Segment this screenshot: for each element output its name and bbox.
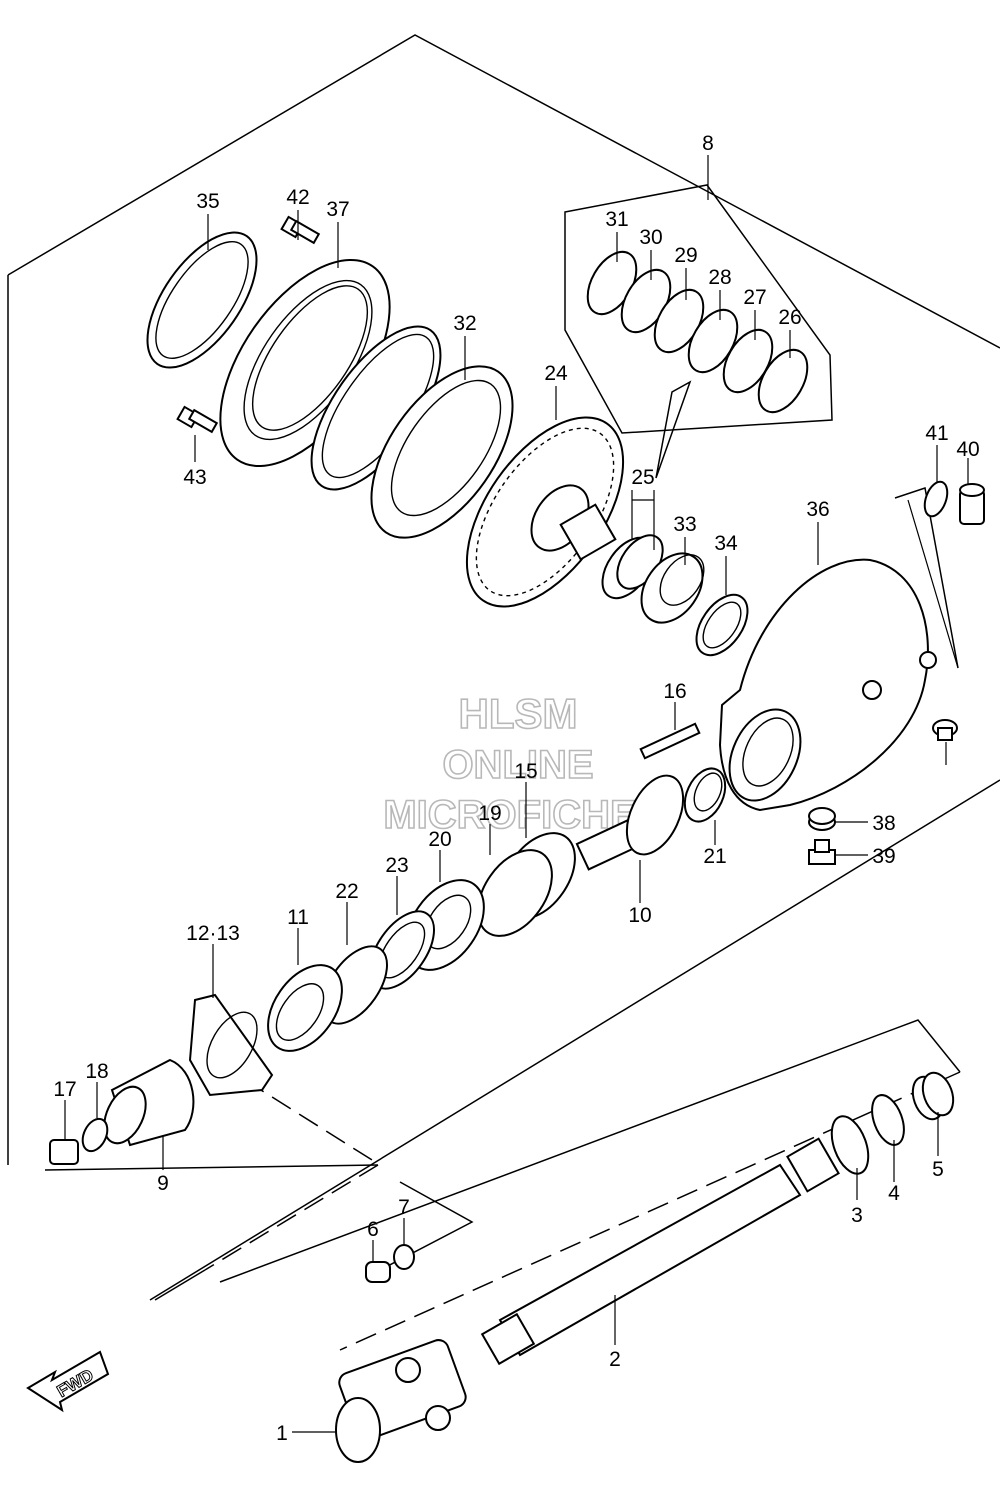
callout-25: 26 [778, 306, 801, 329]
part-4-circlip [871, 1094, 905, 1146]
callout-17: 18 [85, 1060, 108, 1083]
watermark-line-3: MICROFICHE [383, 793, 636, 837]
callout-29: 30 [639, 226, 662, 249]
part-35-gear-housing [718, 558, 937, 812]
callout-42: 43 [183, 466, 206, 489]
watermark-line-2: ONLINE [442, 743, 593, 787]
part-20-bearing [683, 767, 727, 823]
part-42-bolt [176, 405, 219, 434]
part-2-drive-shaft [480, 1137, 840, 1366]
callout-26: 27 [743, 286, 766, 309]
callout-38: 39 [872, 845, 895, 868]
callout-5: 5 [932, 1158, 944, 1181]
callout-35: 36 [806, 498, 829, 521]
callout-30: 31 [605, 208, 628, 231]
callout-15: 16 [663, 680, 686, 703]
part-16-nut [49, 1139, 79, 1165]
callout-27: 28 [708, 266, 731, 289]
plug-group-bracket [894, 487, 959, 669]
part-17-washer [81, 1117, 109, 1153]
callout-4: 4 [888, 1182, 900, 1205]
part-43-plug [932, 719, 958, 741]
callout-21: 22 [335, 880, 358, 903]
callout-labels: 8 35 42 37 32 24 31 30 29 28 27 26 43 25… [53, 132, 979, 1445]
shim-kit-frame [564, 184, 833, 479]
part-34-seal [146, 231, 258, 369]
part-9-bearing-sleeve [103, 1058, 195, 1147]
callout-19: 20 [428, 828, 451, 851]
watermark-line-1: HLSM [459, 690, 578, 737]
callout-20: 21 [703, 845, 726, 868]
part-15-stud [639, 722, 701, 760]
fwd-arrow-icon: FWD [26, 1350, 110, 1413]
callout-3: 3 [851, 1204, 863, 1227]
part-18-ring [477, 849, 553, 937]
callout-16: 17 [53, 1078, 76, 1101]
leader-lines [64, 155, 969, 1433]
part-6-cap-nut [365, 1261, 391, 1283]
part-7-washer [393, 1244, 415, 1270]
part-32-bearing [640, 552, 705, 624]
callout-18: 19 [478, 802, 501, 825]
callout-24: 25 [631, 466, 654, 489]
callout-41: 42 [286, 186, 309, 209]
callout-37: 38 [872, 812, 895, 835]
part-24-shims [601, 534, 664, 600]
assembly-frame [7, 34, 1000, 1301]
part-38-nut [808, 839, 836, 865]
part-10-drive-pinion [575, 774, 685, 871]
callout-7: 7 [398, 1196, 410, 1219]
callout-36: 37 [326, 198, 349, 221]
callout-32: 33 [673, 513, 696, 536]
callout-12-13: 12·13 [186, 922, 240, 945]
callout-11: 11 [287, 906, 309, 929]
callout-28: 29 [674, 244, 697, 267]
callout-2: 2 [609, 1348, 621, 1371]
part-23-ring-gear [465, 416, 625, 608]
part-41-bolt [280, 215, 321, 245]
part-40-o-ring [923, 480, 949, 518]
callout-8: 8 [702, 132, 714, 155]
part-11-lock-nut [267, 964, 343, 1052]
callout-31: 32 [453, 312, 476, 335]
callout-1: 1 [276, 1422, 288, 1445]
callout-9: 9 [157, 1172, 169, 1195]
callout-23: 24 [544, 362, 568, 385]
part-37-washer [808, 807, 836, 831]
shim-rings-25-30 [586, 250, 809, 414]
callout-22: 23 [385, 854, 408, 877]
callout-14: 15 [514, 760, 537, 783]
callout-33: 34 [714, 532, 738, 555]
part-39-plug [959, 483, 985, 525]
part-33-seal [695, 593, 749, 657]
callout-6: 6 [367, 1218, 379, 1241]
part-12-13-gasket [188, 993, 274, 1097]
part-3-ring [830, 1115, 870, 1175]
callout-10: 10 [628, 904, 651, 927]
callout-39: 40 [956, 438, 979, 461]
part-1-universal-joint [335, 1339, 467, 1463]
part-5-spring [911, 1071, 955, 1121]
callout-34: 35 [196, 190, 219, 213]
part-31-bearing [370, 365, 514, 539]
watermark: HLSM ONLINE MICROFICHE [383, 689, 638, 838]
callout-40: 41 [925, 422, 948, 445]
